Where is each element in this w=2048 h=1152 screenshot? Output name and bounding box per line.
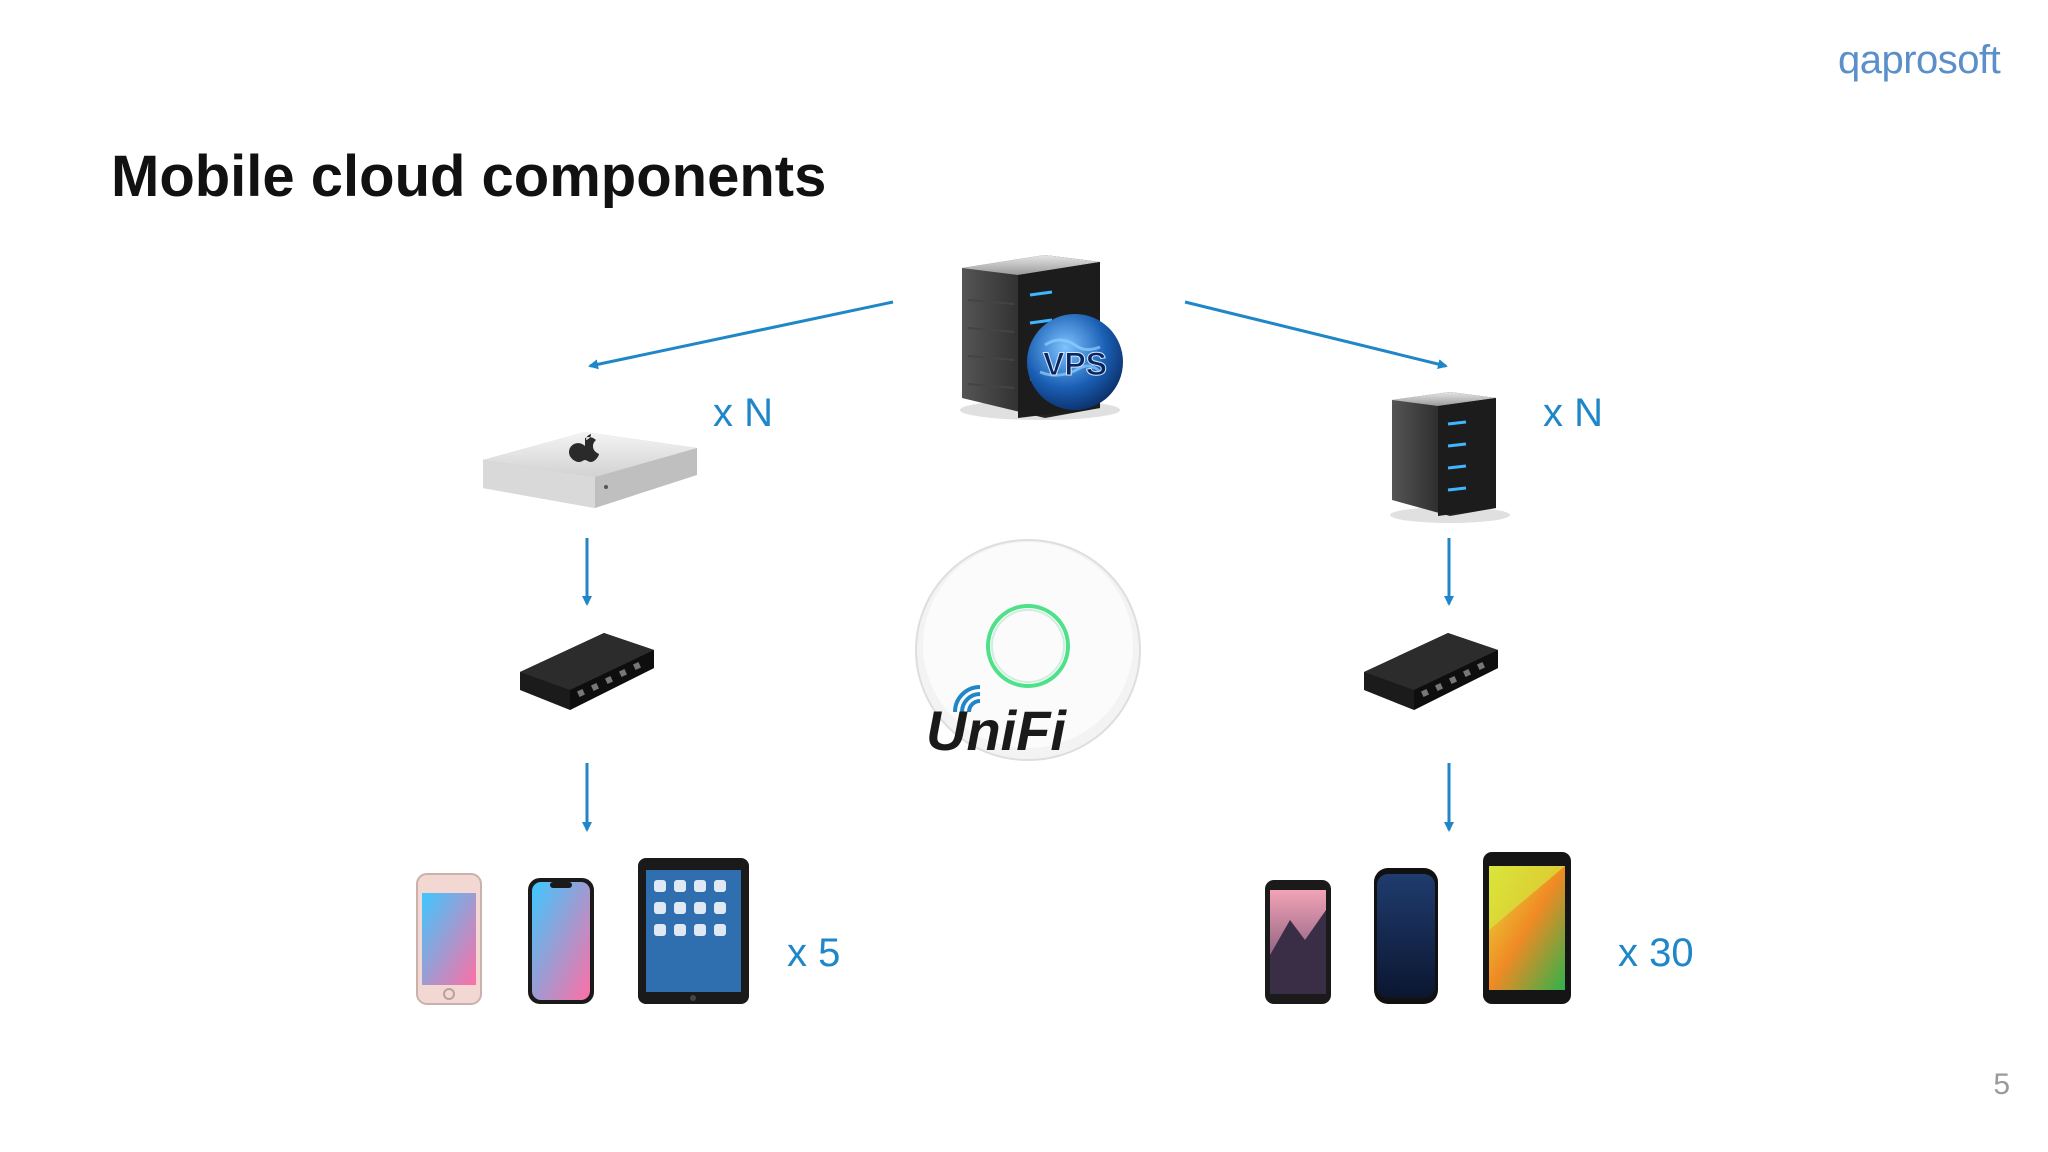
usb-hub-icon <box>1364 633 1498 710</box>
nexus-7-icon <box>1483 852 1571 1004</box>
arrow-vps-to-server <box>1184 300 1448 369</box>
iphone-x-icon <box>528 878 594 1004</box>
usb-hub-icon <box>520 633 654 710</box>
galaxy-s8-icon <box>1374 868 1438 1004</box>
left-nodes-multiplier: x N <box>713 391 773 435</box>
unifi-brand: UniFi <box>926 699 1067 762</box>
unifi-access-point-icon: UniFi <box>915 539 1141 762</box>
vps-server-icon: VPS <box>960 255 1123 420</box>
iphone-se-icon <box>416 873 482 1005</box>
slide-title: Mobile cloud components <box>111 144 827 209</box>
ios-devices-multiplier: x 5 <box>787 931 841 975</box>
vps-badge: VPS <box>1043 346 1107 382</box>
page-number: 5 <box>1993 1068 2010 1101</box>
mac-mini-icon <box>483 432 697 508</box>
ipad-icon <box>638 858 749 1004</box>
android-devices-multiplier: x 30 <box>1618 931 1694 975</box>
nexus-5-icon <box>1265 880 1331 1004</box>
arrow-vps-to-mac <box>588 300 894 370</box>
server-tower-icon <box>1390 392 1510 523</box>
qaprosoft-logo: qaprosoft <box>1838 38 2001 82</box>
right-nodes-multiplier: x N <box>1543 391 1603 435</box>
